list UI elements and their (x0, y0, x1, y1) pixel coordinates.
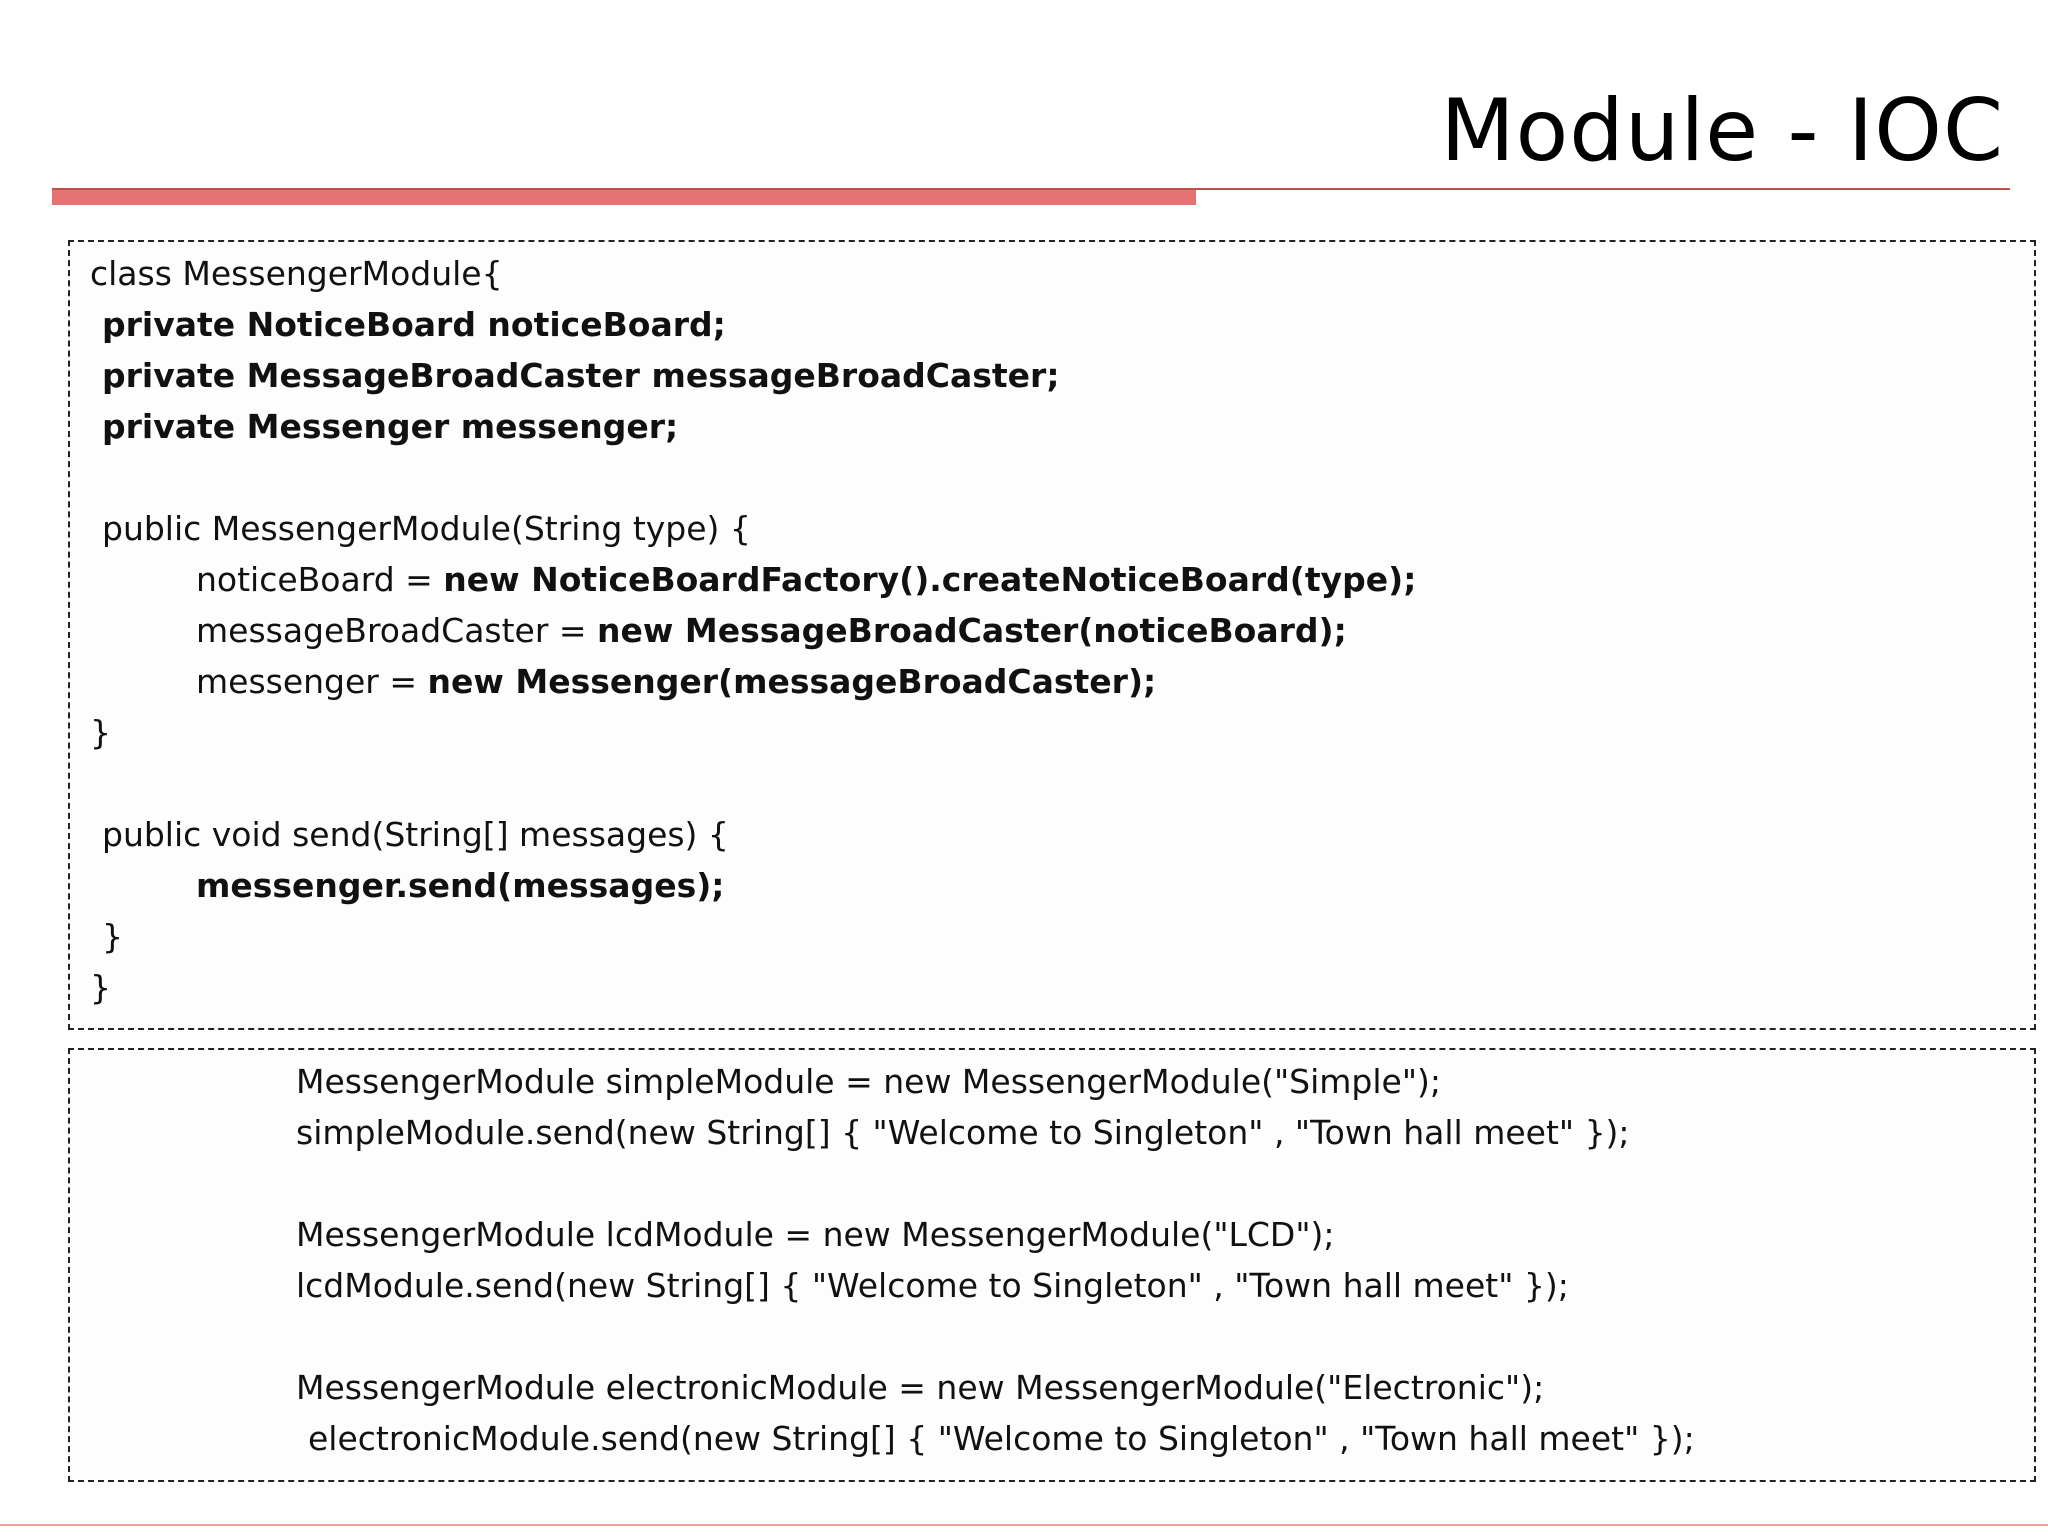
code-line-lcd-send: lcdModule.send(new String[] { "Welcome t… (296, 1266, 1569, 1305)
slide-title: Module - IOC (1440, 81, 2004, 181)
code-line-lcd-module: MessengerModule lcdModule = new Messenge… (296, 1215, 1335, 1254)
code-line-assign-messenger: messenger = new Messenger(messageBroadCa… (196, 662, 1156, 702)
code-line-field-broadcaster: private MessageBroadCaster messageBroadC… (102, 356, 1060, 395)
code-line-electronic-module: MessengerModule electronicModule = new M… (296, 1368, 1545, 1407)
code-line-simple-send: simpleModule.send(new String[] { "Welcom… (296, 1113, 1630, 1152)
title-underline-accent (52, 190, 1196, 205)
code-line-assign-noticeboard: noticeBoard = new NoticeBoardFactory().c… (196, 560, 1416, 600)
code-assign-value: new Messenger(messageBroadCaster); (427, 662, 1157, 701)
code-line-class-decl: class MessengerModule{ (90, 254, 503, 293)
code-line-send-call: messenger.send(messages); (196, 866, 725, 905)
code-line-field-noticeboard: private NoticeBoard noticeBoard; (102, 305, 726, 344)
code-line-field-messenger: private Messenger messenger; (102, 407, 679, 446)
title-underline-thin (52, 188, 2010, 190)
code-assign-value: new MessageBroadCaster(noticeBoard); (597, 611, 1347, 650)
code-line-assign-broadcaster: messageBroadCaster = new MessageBroadCas… (196, 611, 1347, 651)
code-line-send-method: public void send(String[] messages) { (102, 815, 729, 854)
code-line-electronic-send: electronicModule.send(new String[] { "We… (308, 1419, 1695, 1458)
code-assign-value: new NoticeBoardFactory().createNoticeBoa… (443, 560, 1417, 599)
code-assign-target: messenger = (196, 662, 428, 701)
code-line-constructor: public MessengerModule(String type) { (102, 509, 751, 548)
code-line-send-close: } (102, 917, 123, 956)
code-line-simple-module: MessengerModule simpleModule = new Messe… (296, 1062, 1442, 1101)
code-assign-target: noticeBoard = (196, 560, 444, 599)
footer-rule (0, 1524, 2048, 1526)
usage-code-box: MessengerModule simpleModule = new Messe… (68, 1048, 2036, 1482)
code-assign-target: messageBroadCaster = (196, 611, 598, 650)
code-line-constructor-close: } (90, 713, 111, 752)
class-code-box: class MessengerModule{ private NoticeBoa… (68, 240, 2036, 1030)
code-line-class-close: } (90, 968, 111, 1007)
